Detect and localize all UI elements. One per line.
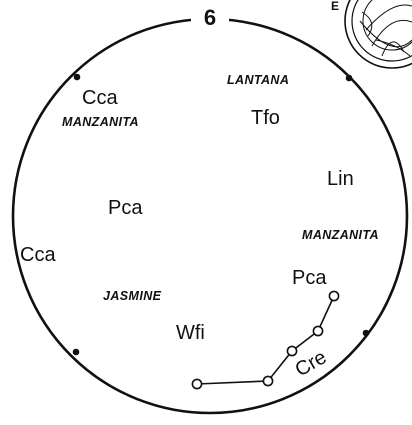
- label-manzanita-right: MANZANITA: [302, 228, 379, 242]
- creeper-node: [192, 379, 201, 388]
- label-manzanita-left: MANZANITA: [62, 115, 139, 129]
- code-cca-left: Cca: [20, 244, 56, 266]
- compass-east-label: E: [331, 0, 339, 13]
- code-pca-center: Pca: [108, 197, 143, 219]
- creeper-node: [287, 346, 296, 355]
- compass-rose-icon: [345, 0, 412, 68]
- label-lantana: LANTANA: [227, 73, 289, 87]
- code-lin: Lin: [327, 168, 354, 190]
- perimeter-dot-sw: [73, 349, 80, 356]
- bed-number: 6: [204, 5, 216, 30]
- perimeter-dot-se: [363, 330, 370, 337]
- creeper-node: [329, 291, 338, 300]
- perimeter-dot-nw: [74, 74, 81, 81]
- code-pca-right: Pca: [292, 267, 327, 289]
- code-tfo: Tfo: [251, 107, 280, 129]
- creeper-node: [313, 326, 322, 335]
- creeper-chain: [192, 291, 338, 388]
- creeper-node: [263, 376, 272, 385]
- code-cca-top: Cca: [82, 87, 118, 109]
- perimeter-dot-ne: [346, 75, 353, 82]
- label-jasmine: JASMINE: [103, 289, 162, 303]
- code-wfi: Wfi: [176, 322, 205, 344]
